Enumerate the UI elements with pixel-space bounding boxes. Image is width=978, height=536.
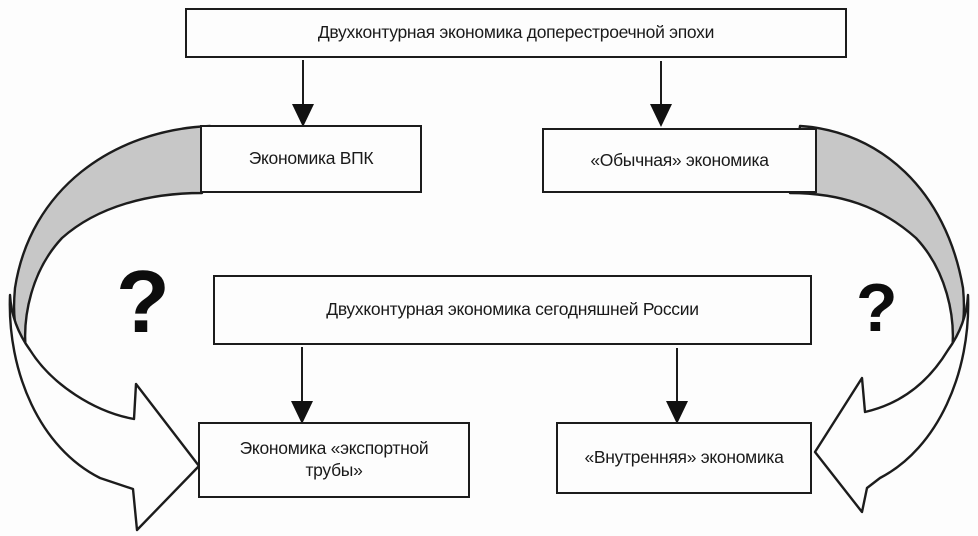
box-todays-russia-economy-label: Двухконтурная экономика сегодняшней Росс…	[326, 299, 699, 320]
connector-middle-to-internal	[666, 348, 688, 424]
left-curved-arrow-white-segment	[8, 293, 201, 532]
question-mark-right: ?	[856, 270, 898, 346]
box-prereform-economy: Двухконтурная экономика доперестроечной …	[185, 8, 847, 58]
box-ordinary-economy: «Обычная» экономика	[542, 128, 817, 193]
connector-top-to-ordinary	[650, 61, 672, 127]
connector-middle-to-export	[291, 347, 313, 424]
box-prereform-economy-label: Двухконтурная экономика доперестроечной …	[317, 22, 715, 43]
box-internal-economy-label: «Внутренняя» экономика	[584, 447, 784, 468]
box-vpk-economy: Экономика ВПК	[200, 125, 422, 193]
right-curved-arrow-white-segment	[813, 293, 970, 514]
question-mark-left: ?	[116, 252, 170, 351]
left-curved-arrow-gray-segment	[12, 124, 212, 354]
box-internal-economy: «Внутренняя» экономика	[556, 422, 812, 494]
box-export-pipe-economy: Экономика «экспортной трубы»	[198, 422, 470, 498]
connector-top-to-vpk	[292, 60, 314, 127]
box-vpk-economy-label: Экономика ВПК	[248, 148, 374, 169]
box-export-pipe-economy-label: Экономика «экспортной трубы»	[239, 438, 429, 480]
box-todays-russia-economy: Двухконтурная экономика сегодняшней Росс…	[213, 275, 812, 345]
box-ordinary-economy-label: «Обычная» экономика	[590, 149, 769, 170]
